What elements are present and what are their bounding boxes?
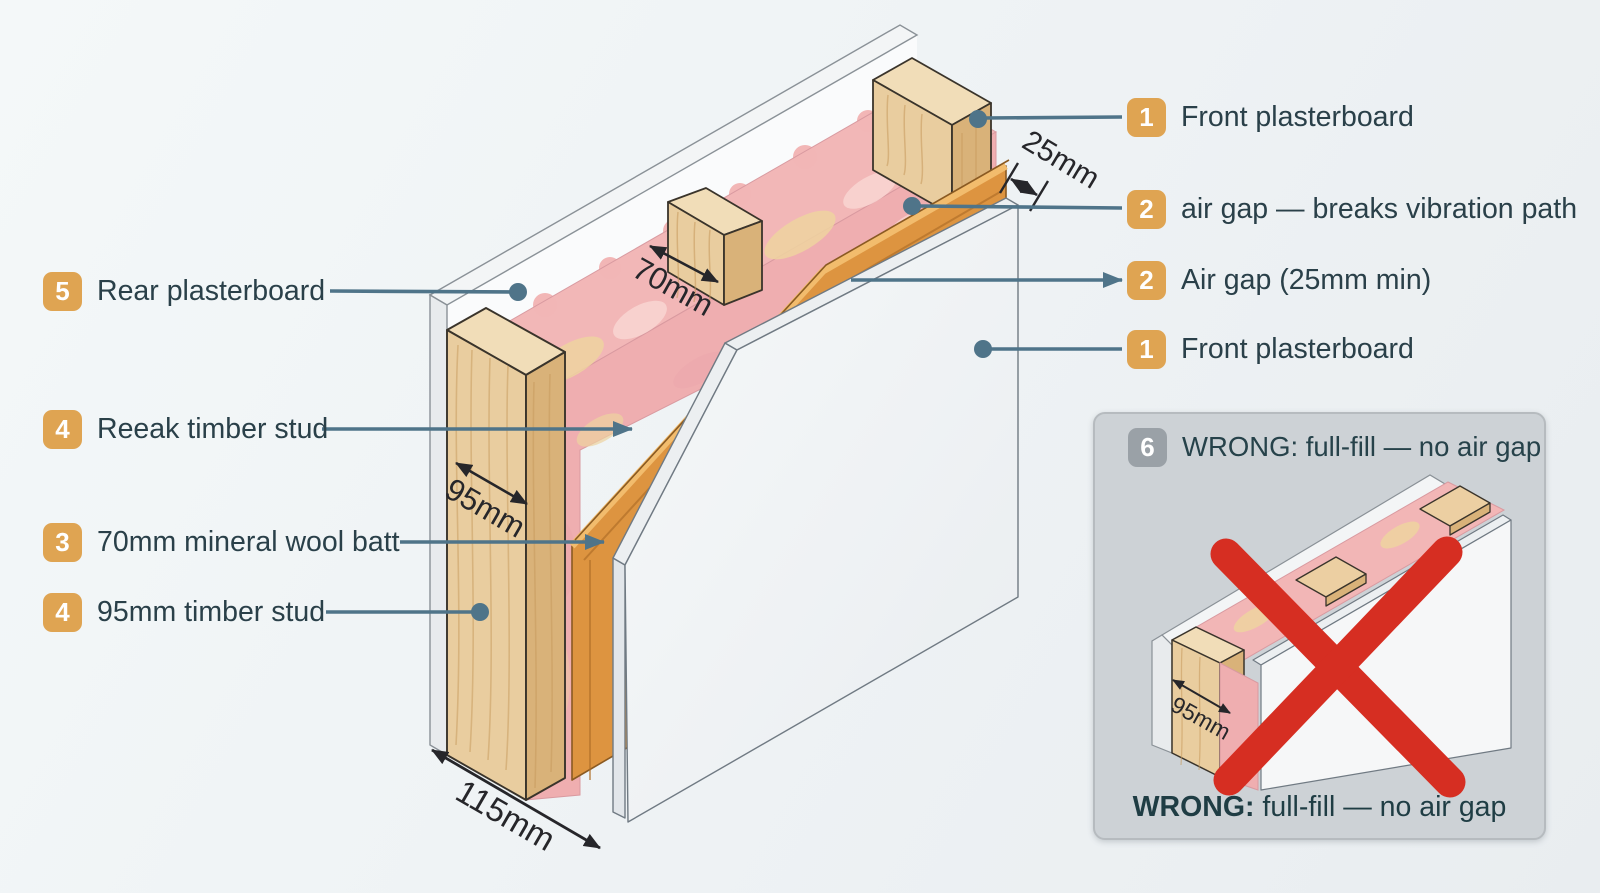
label-badge-4a: 4 bbox=[43, 409, 82, 449]
label-text-rear-plasterboard: Rear plasterboard bbox=[97, 274, 326, 307]
dimension-70mm: 70mm bbox=[627, 244, 719, 323]
left-timber-stud-shape bbox=[446, 307, 566, 801]
wrong-example-inset: 6 WRONG: full-fill — no air gap WRONG: f… bbox=[1093, 412, 1546, 840]
label-text-air-gap-breaks-vibration: air gap — breaks vibration path bbox=[1181, 192, 1578, 225]
label-badge-2a: 2 bbox=[1127, 189, 1166, 229]
label-70mm-mineral-wool-batt: 3 70mm mineral wool batt bbox=[43, 522, 400, 562]
resilient-board-air-gap-shape bbox=[569, 159, 1010, 781]
inset-title-text: WRONG: full-fill — no air gap bbox=[1182, 431, 1542, 462]
dimension-115mm-label: 115mm bbox=[450, 772, 562, 858]
dimension-25mm-label: 25mm bbox=[1017, 124, 1105, 195]
label-text-air-gap-25mm-min: Air gap (25mm min) bbox=[1181, 263, 1432, 296]
inset-caption-bold: WRONG: bbox=[1132, 791, 1255, 823]
leader-lines bbox=[322, 110, 1123, 621]
label-text-70mm-mineral-wool-batt: 70mm mineral wool batt bbox=[97, 525, 400, 558]
dimension-95mm: 95mm bbox=[439, 461, 531, 545]
dimension-25mm: 25mm bbox=[998, 124, 1105, 212]
label-air-gap-25mm-min: 2 Air gap (25mm min) bbox=[1127, 260, 1431, 300]
label-badge-3: 3 bbox=[43, 522, 82, 562]
right-timber-stud-shape bbox=[872, 57, 992, 216]
inset-caption: WRONG: full-fill — no air gap bbox=[1095, 791, 1544, 824]
label-badge-5: 5 bbox=[43, 271, 82, 311]
insulation-texture bbox=[536, 137, 955, 725]
label-text-reeak-timber-stud: Reeak timber stud bbox=[97, 412, 329, 445]
label-reeak-timber-stud: 4 Reeak timber stud bbox=[43, 409, 328, 449]
label-badge-2b: 2 bbox=[1127, 260, 1166, 300]
front-plasterboard-shape bbox=[612, 197, 1019, 823]
label-text-front-plasterboard-bottom: Front plasterboard bbox=[1181, 332, 1414, 365]
dimension-95mm-label: 95mm bbox=[439, 471, 531, 544]
middle-timber-stud-shape bbox=[667, 187, 763, 306]
mineral-wool-insulation-shape bbox=[445, 86, 998, 801]
label-rear-plasterboard: 5 Rear plasterboard bbox=[43, 271, 325, 311]
label-badge-1a: 1 bbox=[1127, 97, 1166, 137]
inset-caption-rest: full-fill — no air gap bbox=[1254, 791, 1507, 823]
label-air-gap-breaks-vibration: 2 air gap — breaks vibration path bbox=[1127, 189, 1577, 229]
label-text-95mm-timber-stud: 95mm timber stud bbox=[97, 595, 326, 628]
label-text-front-plasterboard-top: Front plasterboard bbox=[1181, 100, 1414, 133]
inset-number-badge: 6 bbox=[1128, 427, 1167, 467]
label-badge-1b: 1 bbox=[1127, 329, 1166, 369]
dimension-115mm: 115mm bbox=[431, 748, 601, 858]
label-front-plasterboard-bottom: 1 Front plasterboard bbox=[1127, 329, 1414, 369]
dimension-70mm-label: 70mm bbox=[627, 251, 719, 323]
label-badge-4b: 4 bbox=[43, 592, 82, 632]
inset-title-row: 6 WRONG: full-fill — no air gap bbox=[1128, 427, 1541, 467]
rear-plasterboard-shape bbox=[428, 24, 919, 757]
label-95mm-timber-stud: 4 95mm timber stud bbox=[43, 592, 325, 632]
label-front-plasterboard-top: 1 Front plasterboard bbox=[1127, 97, 1414, 137]
